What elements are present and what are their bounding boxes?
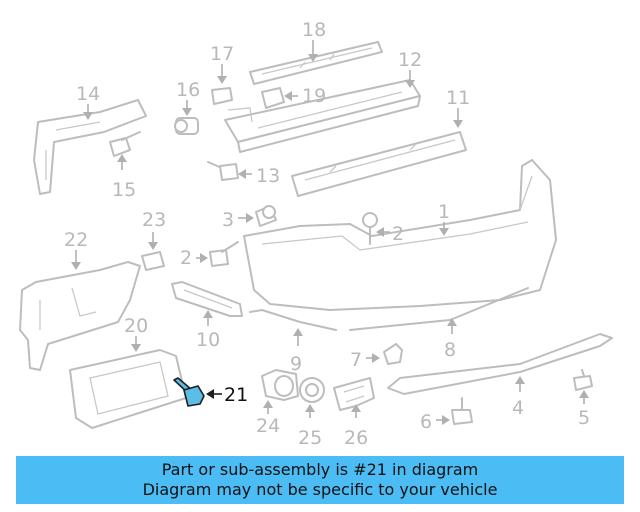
part-4-valance [387, 333, 613, 395]
label-26: 26 [344, 427, 368, 449]
part-26-bracket [333, 377, 375, 411]
label-9: 9 [290, 353, 302, 375]
label-1: 1 [438, 201, 450, 223]
label-15: 15 [112, 179, 136, 201]
callout-19: 19 [284, 85, 326, 107]
callout-11: 11 [446, 87, 470, 128]
part-16-clip [174, 117, 199, 135]
callout-13: 13 [238, 165, 280, 187]
label-5: 5 [578, 407, 590, 429]
label-16: 16 [176, 79, 200, 101]
part-7-clip [383, 343, 403, 365]
callout-2-right: 2 [376, 223, 404, 245]
label-23: 23 [142, 209, 166, 231]
callout-9: 9 [290, 328, 303, 375]
callout-8: 8 [444, 318, 457, 361]
label-8: 8 [444, 339, 456, 361]
label-22: 22 [64, 229, 88, 251]
part-21-bolt [173, 377, 205, 407]
callout-10: 10 [196, 310, 220, 351]
label-14: 14 [76, 83, 100, 105]
part-23-nut [141, 251, 165, 271]
callout-17: 17 [210, 43, 234, 84]
label-2-right: 2 [392, 223, 404, 245]
info-banner: Part or sub-assembly is #21 in diagram D… [16, 456, 624, 504]
part-3-plug [255, 205, 277, 227]
callout-5: 5 [578, 390, 590, 429]
callout-16: 16 [176, 79, 200, 116]
part-20-module [69, 349, 187, 429]
callout-23: 23 [142, 209, 166, 250]
part-15-bolt [109, 131, 141, 157]
part-9-strip [249, 309, 337, 331]
callout-15: 15 [112, 154, 136, 201]
callout-12: 12 [398, 49, 422, 88]
callout-22: 22 [64, 229, 88, 270]
callout-4: 4 [512, 376, 525, 419]
label-2-left: 2 [180, 247, 192, 269]
label-3: 3 [222, 209, 234, 231]
label-25: 25 [298, 427, 322, 449]
label-19: 19 [302, 85, 326, 107]
part-1-bumper-cover [243, 159, 557, 311]
banner-line-1: Part or sub-assembly is #21 in diagram [161, 460, 479, 479]
label-6: 6 [420, 411, 432, 433]
part-6-bolt [451, 397, 473, 425]
callout-20: 20 [124, 315, 148, 352]
callout-2-left: 2 [180, 247, 208, 269]
part-5-clip [573, 369, 593, 391]
part-14-bracket [33, 99, 147, 195]
callout-24: 24 [256, 400, 280, 437]
label-24: 24 [256, 415, 280, 437]
callout-18: 18 [302, 19, 326, 62]
label-10: 10 [196, 329, 220, 351]
label-20: 20 [124, 315, 148, 337]
callout-1: 1 [438, 201, 450, 236]
callout-6: 6 [420, 411, 450, 433]
label-13: 13 [256, 165, 280, 187]
callout-25: 25 [298, 404, 322, 449]
part-2-bolt-left [209, 241, 239, 267]
callout-3: 3 [222, 209, 254, 231]
part-11-carrier [291, 131, 467, 197]
callout-26: 26 [344, 404, 368, 449]
label-4: 4 [512, 397, 524, 419]
label-17: 17 [210, 43, 234, 65]
part-24-sensor [261, 369, 299, 401]
part-8-strip [349, 287, 529, 331]
part-19-nut [261, 87, 285, 109]
part-18-strip [249, 41, 383, 85]
parts-diagram: 18 12 11 14 15 [19, 19, 613, 449]
part-2-screw-right [362, 212, 378, 245]
label-18: 18 [302, 19, 326, 41]
banner-line-2: Diagram may not be specific to your vehi… [142, 480, 498, 499]
label-12: 12 [398, 49, 422, 71]
label-21: 21 [224, 384, 248, 406]
label-7: 7 [350, 349, 362, 371]
part-17-nut [211, 87, 233, 105]
callout-7: 7 [350, 349, 380, 371]
part-13-bolt [207, 161, 239, 181]
callout-14: 14 [76, 83, 100, 120]
part-22-bracket [19, 261, 141, 371]
part-12-absorber [224, 79, 421, 153]
callout-21: 21 [206, 384, 248, 406]
label-11: 11 [446, 87, 470, 109]
part-25-grommet [299, 377, 325, 403]
part-10-trim [171, 281, 243, 317]
